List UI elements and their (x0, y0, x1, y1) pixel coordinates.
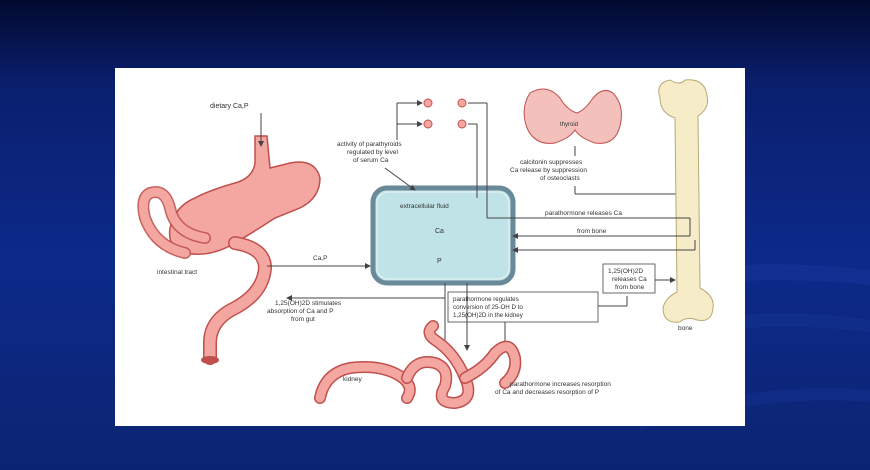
diagram-panel: dietary Ca,P intestinal tract Ca,P extra… (115, 68, 745, 426)
label-bone: bone (678, 325, 693, 332)
label-pth-kidney: parathormone increases resorption of Ca … (495, 381, 613, 396)
label-ecf-p: P (437, 258, 442, 265)
label-parathyroid-activity: activity of parathyroids regulated by le… (337, 141, 403, 164)
label-pth-regulates: parathormone regulates conversion of 25-… (453, 296, 525, 319)
label-ecf-ca: Ca (435, 228, 444, 235)
label-vitd-gut: 1,25(OH)2D stimulates absorption of Ca a… (267, 300, 343, 323)
thyroid-gland (523, 88, 622, 144)
label-vitd-bone: 1,25(OH)2D releases Ca from bone (608, 268, 649, 291)
label-dietary: dietary Ca,P (210, 103, 249, 110)
label-ecf-title: extracellular fluid (400, 203, 449, 210)
calcium-phosphate-diagram: dietary Ca,P intestinal tract Ca,P extra… (137, 79, 714, 410)
label-thyroid: thyroid (560, 122, 578, 128)
femur-bone (658, 79, 714, 323)
label-intestinal-tract: intestinal tract (157, 269, 197, 276)
label-kidney: kidney (343, 376, 363, 383)
label-from-bone: from bone (577, 228, 607, 235)
label-pth-releases: parathormone releases Ca (545, 210, 622, 217)
label-ca-p: Ca,P (313, 255, 327, 262)
kidney-tubule (314, 320, 522, 410)
label-calcitonin: calcitonin suppresses Ca release by supp… (510, 159, 589, 182)
digestive-tract (137, 113, 321, 365)
parathyroid-glands (396, 98, 488, 218)
